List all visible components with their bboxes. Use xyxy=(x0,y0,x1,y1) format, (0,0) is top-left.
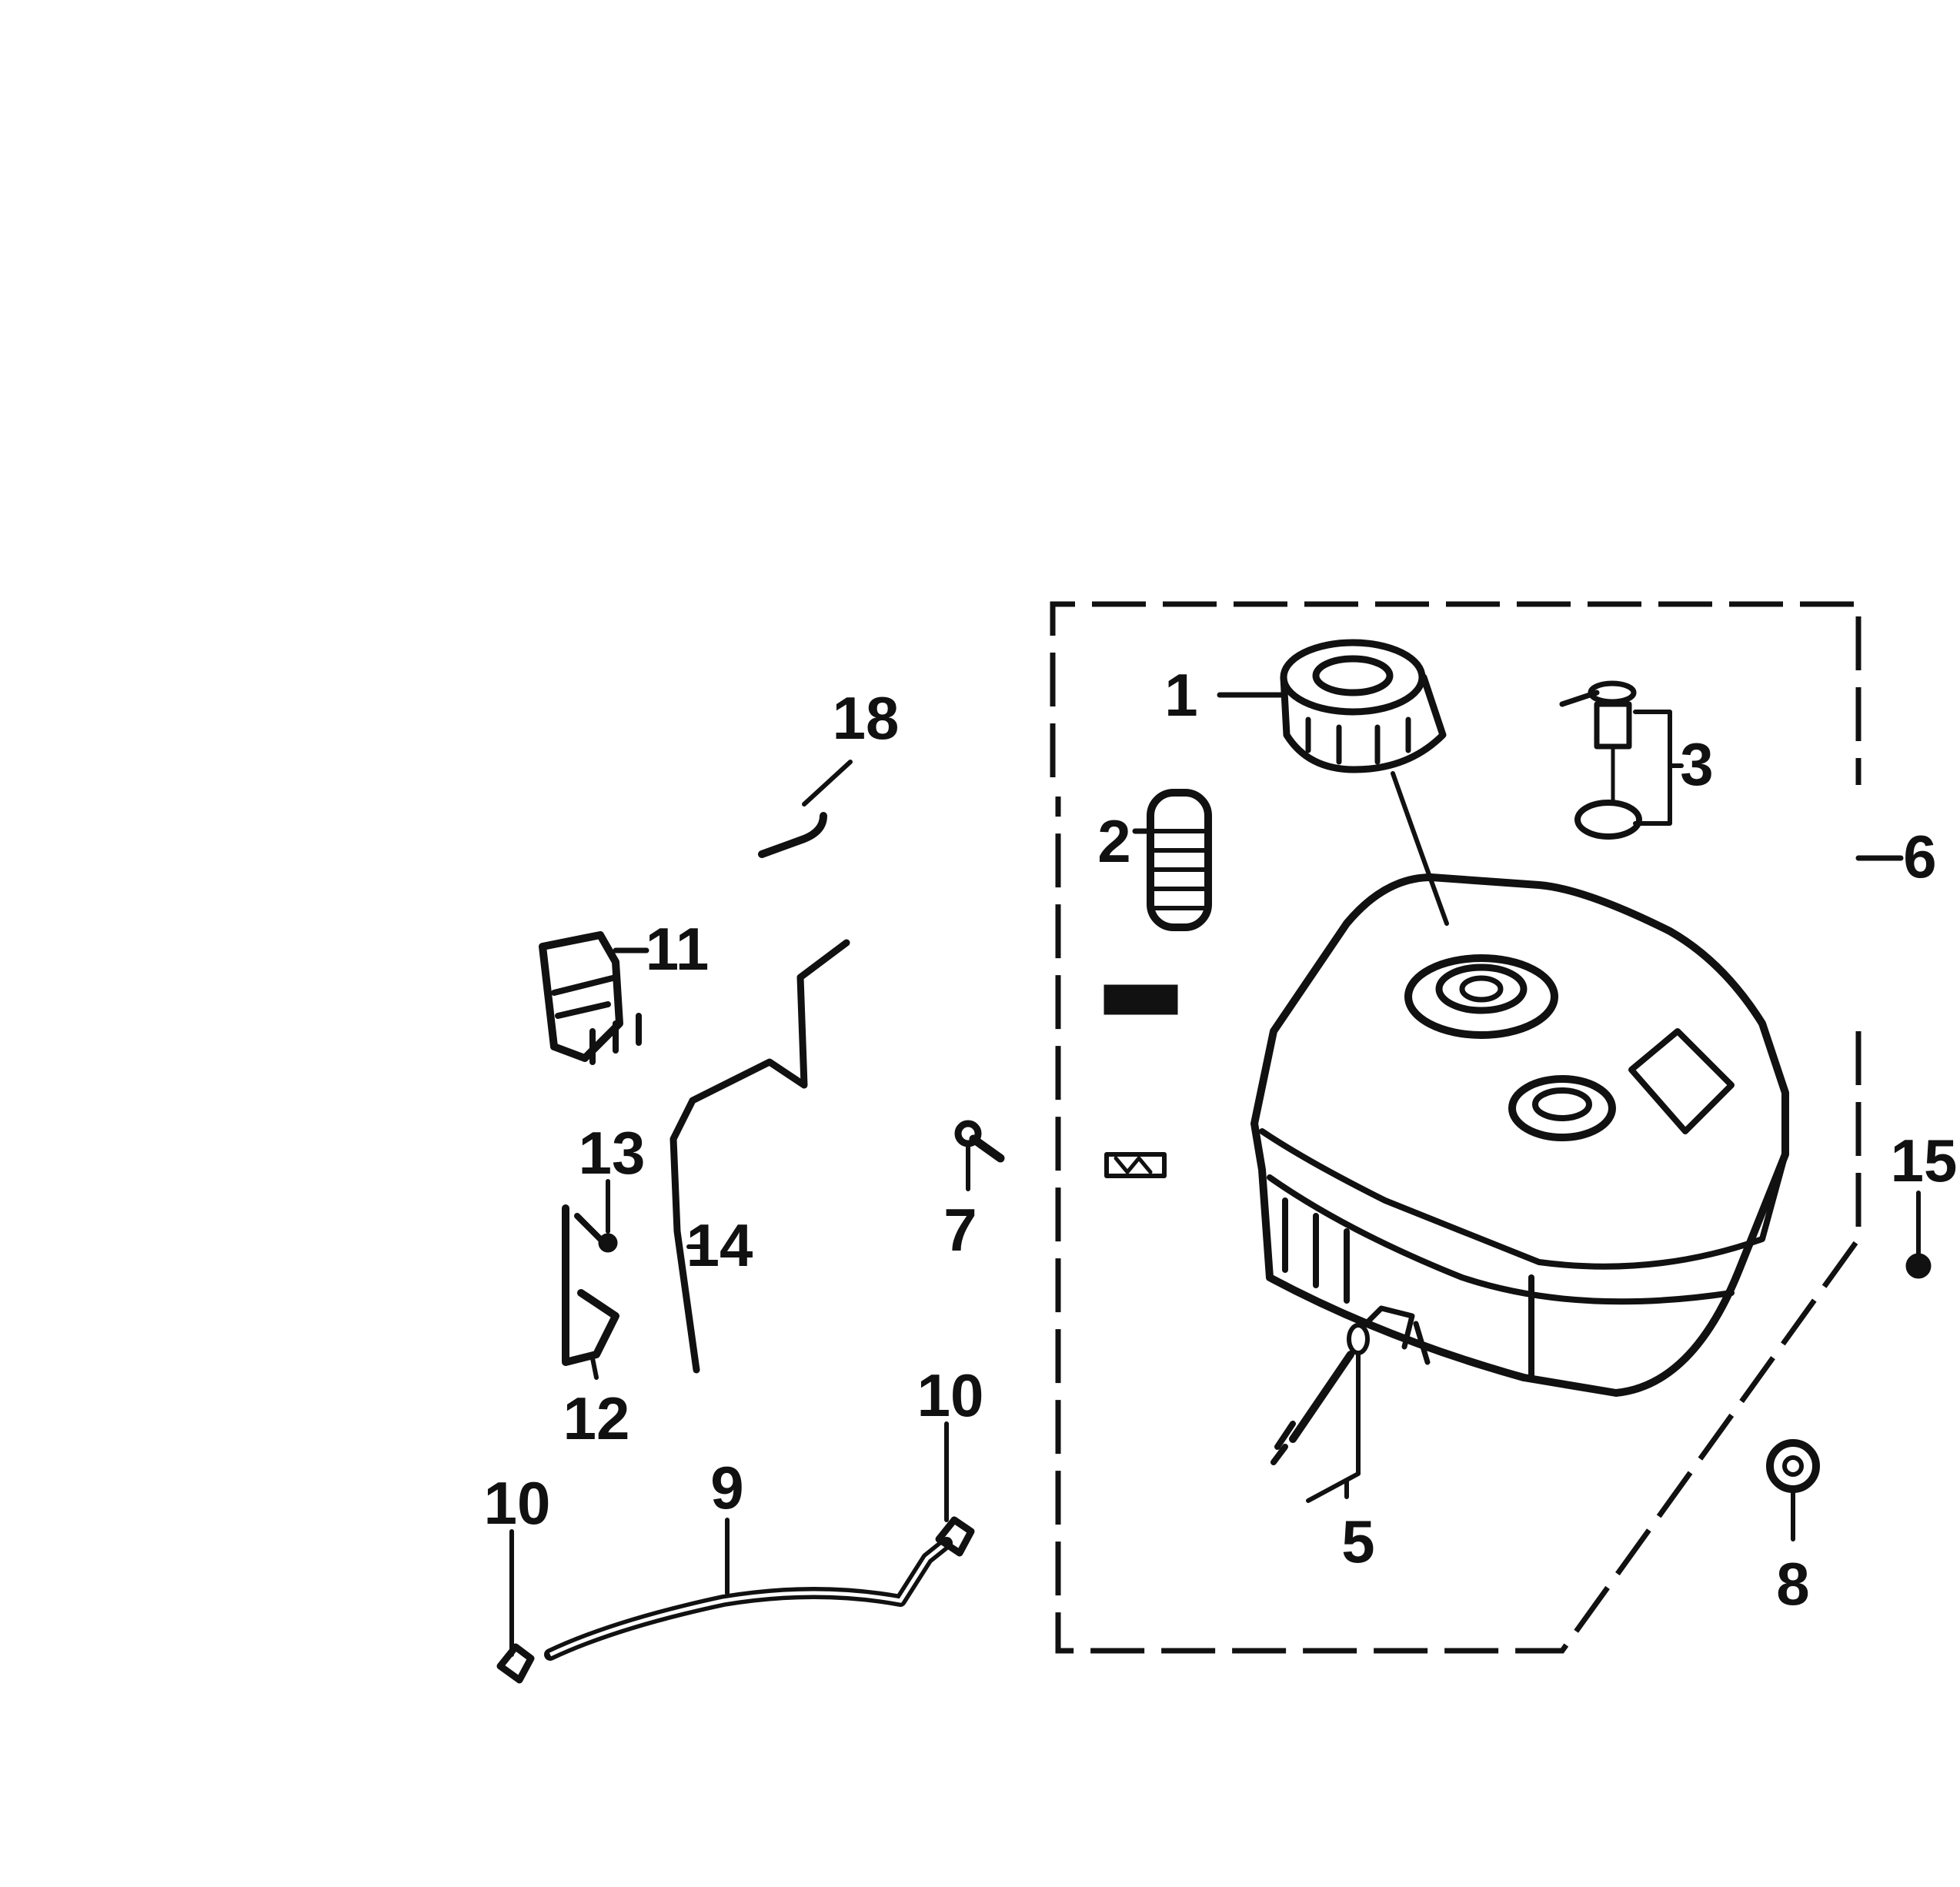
pin-part-18 xyxy=(758,760,853,858)
callout-15: 15 xyxy=(1891,1127,1958,1194)
callout-labels: 1 2 3 5 6 7 8 9 10 10 11 12 13 14 15 18 xyxy=(484,661,1958,1618)
fuel-gauge xyxy=(1559,680,1684,840)
callout-10-left: 10 xyxy=(484,1469,551,1537)
hose-clamp-left xyxy=(496,1529,535,1684)
rod-part-14 xyxy=(669,939,850,1374)
callout-9: 9 xyxy=(710,1454,743,1521)
assembly-boundary xyxy=(1050,601,1861,1654)
callout-6: 6 xyxy=(1903,823,1936,890)
fuel-tank xyxy=(1250,873,1789,1397)
callout-14: 14 xyxy=(686,1211,753,1279)
screw-part-7 xyxy=(954,1120,1005,1191)
switch-part-11 xyxy=(539,931,649,1065)
fuel-hose-part-9 xyxy=(544,1518,953,1661)
callout-18: 18 xyxy=(833,684,900,752)
washer-part-8 xyxy=(1766,1439,1820,1541)
hose-clamp-right xyxy=(935,1421,975,1557)
callout-11: 11 xyxy=(646,915,709,983)
callout-2: 2 xyxy=(1097,807,1130,875)
callout-1: 1 xyxy=(1164,661,1197,729)
callout-12: 12 xyxy=(563,1384,630,1452)
gasket-parts xyxy=(1104,984,1178,1178)
callout-7: 7 xyxy=(943,1196,977,1264)
callout-3: 3 xyxy=(1680,730,1713,798)
fuel-cap xyxy=(1217,639,1449,926)
callout-8: 8 xyxy=(1776,1550,1809,1618)
callout-13: 13 xyxy=(579,1119,646,1187)
callout-10-right: 10 xyxy=(917,1361,984,1429)
callout-5: 5 xyxy=(1341,1508,1374,1575)
fuel-strainer xyxy=(1132,789,1212,931)
drain-bolt xyxy=(1270,1323,1370,1503)
bolt-part-15 xyxy=(1905,1191,1932,1279)
nut-part-13 xyxy=(598,1179,618,1253)
